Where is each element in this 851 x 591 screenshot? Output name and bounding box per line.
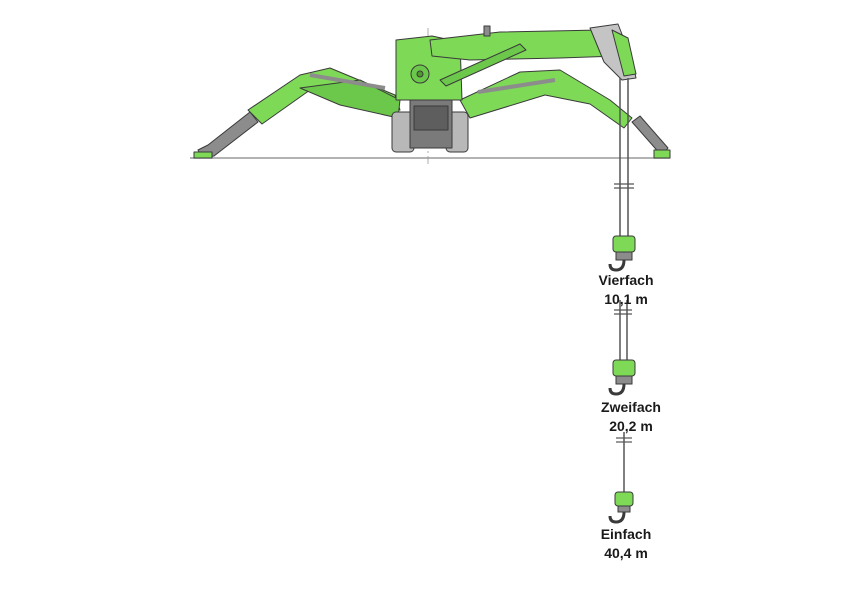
- right-cylinder: [477, 78, 556, 94]
- engine-block: [413, 105, 449, 131]
- left-outrigger-extension: [197, 111, 259, 159]
- hook-block-four-fall: [608, 235, 636, 272]
- reeving-label-single-fall: Einfach 40,4 m: [566, 525, 686, 563]
- right-outrigger-arm: [459, 69, 633, 129]
- rope-break-marks: [614, 183, 634, 443]
- reeving-height: 10,1 m: [604, 291, 648, 307]
- crane-body: [193, 23, 671, 159]
- left-cylinder: [309, 73, 386, 90]
- left-outrigger-lower-arm: [299, 79, 401, 119]
- right-outrigger-extension: [631, 115, 669, 157]
- boom-mast: [483, 25, 491, 37]
- hook-block-single-fall: [608, 491, 634, 524]
- reeving-label-two-fall: Zweifach 20,2 m: [571, 398, 691, 436]
- reeving-height: 40,4 m: [604, 545, 648, 561]
- reeving-name: Vierfach: [598, 272, 654, 288]
- reeving-name: Zweifach: [601, 399, 661, 415]
- reeving-name: Einfach: [600, 526, 652, 542]
- boom-tip: [611, 29, 637, 77]
- boom-luffing-cylinder: [439, 43, 527, 87]
- reeving-label-four-fall: Vierfach 10,1 m: [566, 271, 686, 309]
- hook-block-two-fall: [608, 359, 636, 396]
- main-boom: [429, 29, 621, 61]
- reeving-height: 20,2 m: [609, 418, 653, 434]
- slew-ring-center: [416, 70, 424, 78]
- left-outrigger-foot: [193, 151, 213, 159]
- right-outrigger-foot: [653, 149, 671, 159]
